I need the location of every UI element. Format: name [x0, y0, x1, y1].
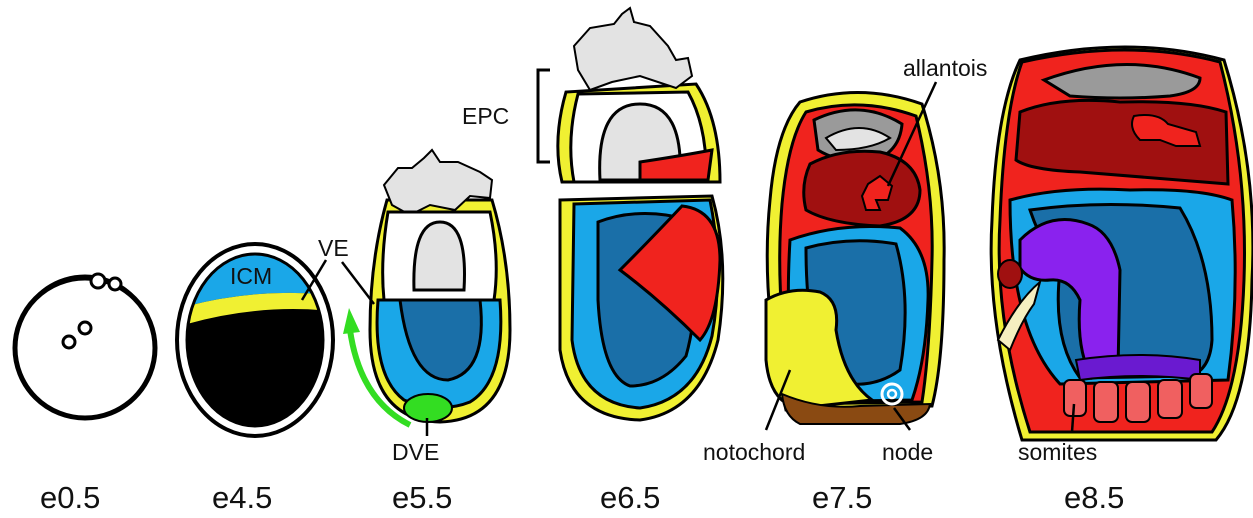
epc-core-e5 — [414, 222, 465, 290]
somite-2 — [1094, 382, 1118, 422]
dve-green — [404, 394, 452, 422]
stage-label-e6-5: e6.5 — [600, 480, 660, 515]
stage-label-e0-5: e0.5 — [40, 480, 100, 515]
embryo-e4-5: ICM — [177, 244, 340, 440]
allantois-label: allantois — [903, 55, 987, 81]
zygote-zona — [15, 278, 155, 418]
icm-label: ICM — [230, 263, 272, 289]
ve-pointer-line — [342, 262, 374, 304]
somite-5 — [1190, 374, 1212, 408]
pronucleus-2 — [63, 336, 75, 348]
epc-bracket — [538, 70, 550, 162]
dve-label: DVE — [392, 439, 439, 465]
polar-body-right — [109, 278, 121, 290]
ectoplacental-cone-e6 — [574, 8, 692, 90]
embryo-e0-5 — [15, 274, 155, 418]
embryo-e5-5: VE DVE — [302, 150, 510, 465]
somites-label: somites — [1018, 439, 1097, 465]
stage-label-e5-5: e5.5 — [392, 480, 452, 515]
notochord-label: notochord — [703, 439, 805, 465]
heart-loop-e8 — [998, 260, 1022, 288]
embryo-e7-5: allantois notochord node — [703, 55, 987, 465]
somite-1 — [1064, 380, 1086, 416]
somite-4 — [1158, 380, 1182, 418]
embryo-e8-5: somites — [991, 47, 1253, 465]
stage-labels: e0.5 e4.5 e5.5 e6.5 e7.5 e8.5 — [40, 480, 1124, 515]
stage-label-e8-5: e8.5 — [1064, 480, 1124, 515]
polar-body-left — [91, 274, 105, 288]
arrow-head-icon — [343, 308, 360, 334]
stage-label-e7-5: e7.5 — [812, 480, 872, 515]
stage-label-e4-5: e4.5 — [212, 480, 272, 515]
pronucleus-1 — [79, 322, 91, 334]
epc-label: EPC — [462, 103, 509, 129]
darkred-region-e7 — [804, 151, 920, 226]
node-label: node — [882, 439, 933, 465]
ve-label: VE — [318, 235, 349, 261]
purple-base-e8 — [1076, 355, 1200, 380]
somite-3 — [1126, 382, 1150, 422]
